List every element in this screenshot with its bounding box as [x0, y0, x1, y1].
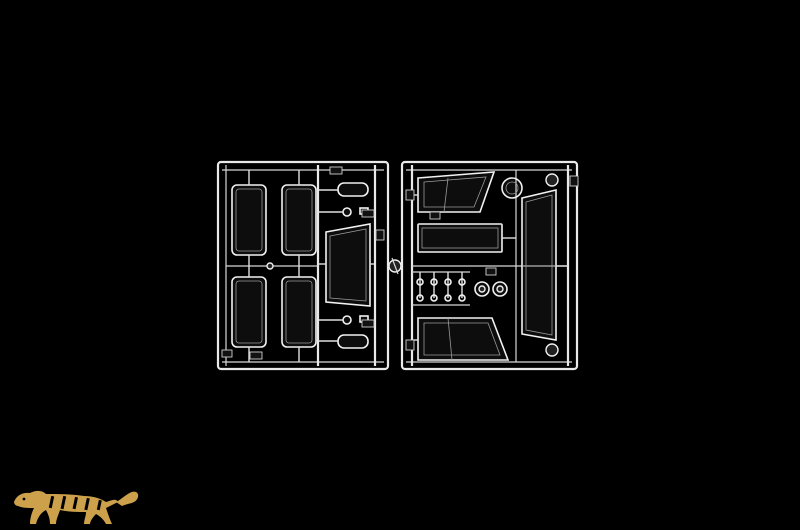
side-panel-part [318, 223, 375, 307]
sprue-right-half [400, 160, 579, 371]
window-pane-parts [226, 170, 318, 362]
part-number-tags [221, 166, 385, 360]
windshield-part-lower [412, 317, 510, 361]
long-bar-part [417, 223, 516, 253]
small-light-parts [318, 182, 369, 349]
small-pin-parts [412, 271, 470, 306]
round-lens-parts [474, 173, 559, 357]
sprue-left-half [216, 160, 390, 371]
windshield-part-upper [412, 171, 496, 213]
rear-window-part [521, 188, 568, 341]
sprue-center-connector [388, 257, 402, 275]
tiger-icon [14, 490, 139, 524]
part-number-tags-right [405, 175, 579, 351]
